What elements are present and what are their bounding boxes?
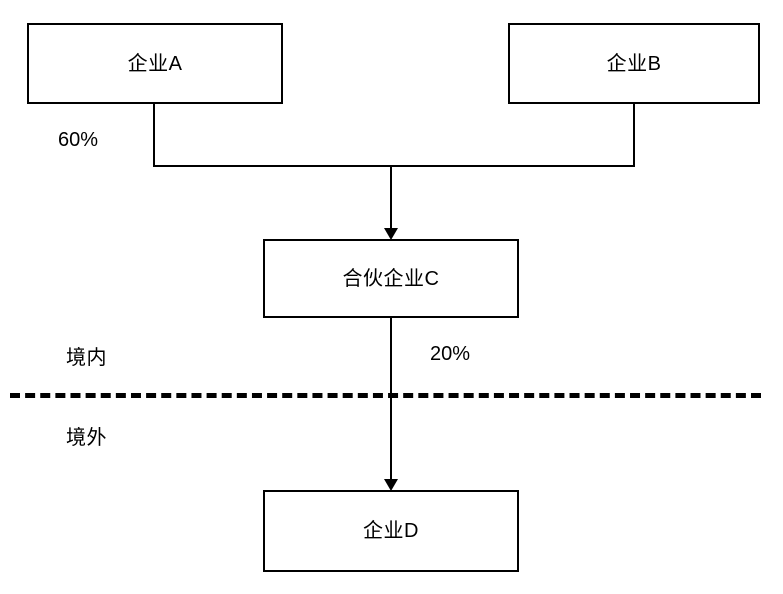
node-label-partnership-c: 合伙企业C	[342, 267, 440, 290]
connector-join-horizontal	[153, 165, 635, 167]
arrowhead-into-partnership-c	[384, 228, 398, 240]
node-label-enterprise-b: 企业B	[606, 52, 662, 75]
connector-to-partnership-c	[390, 165, 392, 233]
connector-a-vertical	[153, 104, 155, 167]
node-label-enterprise-a: 企业A	[127, 52, 183, 75]
node-box-enterprise-b[interactable]: 企业B	[508, 23, 760, 104]
node-box-enterprise-a[interactable]: 企业A	[27, 23, 283, 104]
connector-to-enterprise-d	[390, 318, 392, 484]
region-label-onshore: 境内	[66, 347, 107, 369]
node-label-enterprise-d: 企业D	[363, 520, 419, 542]
node-box-enterprise-d[interactable]: 企业D	[263, 490, 519, 572]
region-label-offshore: 境外	[66, 427, 107, 449]
connector-b-vertical	[633, 104, 635, 167]
edge-label-60-percent: 60%	[58, 129, 99, 151]
edge-label-20-percent: 20%	[430, 343, 471, 365]
arrowhead-into-enterprise-d	[384, 479, 398, 491]
node-box-partnership-c[interactable]: 合伙企业C	[263, 239, 519, 318]
onshore-offshore-boundary-line	[10, 393, 761, 398]
